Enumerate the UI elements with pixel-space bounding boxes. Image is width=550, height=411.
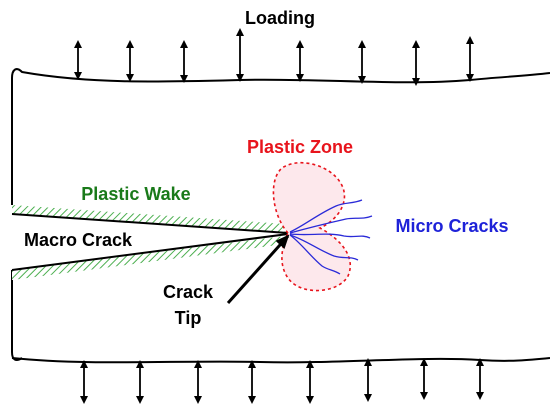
micro-cracks-lines (289, 199, 373, 275)
specimen-bottom-edge (11, 357, 550, 364)
plastic-zone-label: Plastic Zone (247, 137, 353, 157)
plastic-wake-upper (12, 205, 285, 232)
micro-cracks-label: Micro Cracks (395, 216, 508, 236)
macro-crack-lower-face (11, 233, 289, 271)
loading-label: Loading (245, 8, 315, 28)
crack-tip-label-line1: Crack (163, 282, 214, 302)
plastic-wake-label: Plastic Wake (81, 184, 190, 204)
specimen-left-edge-lower (11, 270, 23, 361)
macro-crack-upper-face (11, 213, 289, 234)
plastic-wake-lower (12, 236, 285, 280)
crack-tip-arrow (226, 234, 290, 305)
crack-tip-label-line2: Tip (175, 308, 202, 328)
macro-crack-label: Macro Crack (24, 230, 133, 250)
bottom-loading-arrows (80, 358, 484, 404)
top-loading-arrows (74, 28, 474, 86)
